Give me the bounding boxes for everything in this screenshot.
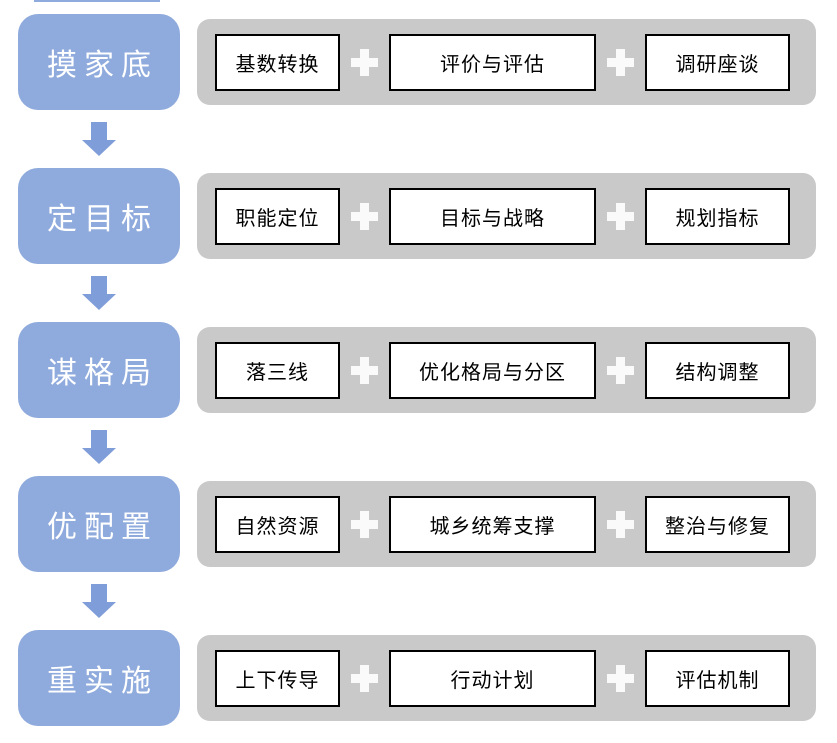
step-box: 结构调整 bbox=[645, 341, 790, 399]
plus-icon bbox=[351, 510, 378, 538]
cropped-top-shape bbox=[34, 0, 160, 2]
stage-box-3: 谋格局 bbox=[18, 322, 180, 418]
process-row-4: 优配置 自然资源 城乡统筹支撑 整治与修复 bbox=[18, 476, 816, 572]
plus-icon bbox=[607, 664, 634, 692]
plus-icon bbox=[351, 356, 378, 384]
down-arrow-icon bbox=[18, 572, 180, 630]
plus-icon bbox=[351, 202, 378, 230]
stage-box-5: 重实施 bbox=[18, 630, 180, 726]
plus-icon bbox=[351, 664, 378, 692]
steps-bar-2: 职能定位 目标与战略 规划指标 bbox=[197, 173, 816, 259]
step-box: 优化格局与分区 bbox=[389, 341, 596, 399]
stage-box-4: 优配置 bbox=[18, 476, 180, 572]
process-row-2: 定目标 职能定位 目标与战略 规划指标 bbox=[18, 168, 816, 264]
steps-bar-3: 落三线 优化格局与分区 结构调整 bbox=[197, 327, 816, 413]
step-box: 基数转换 bbox=[215, 33, 340, 91]
process-row-1: 摸家底 基数转换 评价与评估 调研座谈 bbox=[18, 14, 816, 110]
step-box: 调研座谈 bbox=[645, 33, 790, 91]
down-arrow-icon bbox=[18, 110, 180, 168]
down-arrow-icon bbox=[18, 418, 180, 476]
plus-icon bbox=[607, 356, 634, 384]
step-box: 评估机制 bbox=[645, 649, 790, 707]
step-box: 行动计划 bbox=[389, 649, 596, 707]
step-box: 自然资源 bbox=[215, 495, 340, 553]
step-box: 规划指标 bbox=[645, 187, 790, 245]
steps-bar-4: 自然资源 城乡统筹支撑 整治与修复 bbox=[197, 481, 816, 567]
stage-box-2: 定目标 bbox=[18, 168, 180, 264]
step-box: 落三线 bbox=[215, 341, 340, 399]
steps-bar-1: 基数转换 评价与评估 调研座谈 bbox=[197, 19, 816, 105]
plus-icon bbox=[607, 48, 634, 76]
step-box: 评价与评估 bbox=[389, 33, 596, 91]
step-box: 目标与战略 bbox=[389, 187, 596, 245]
step-box: 整治与修复 bbox=[645, 495, 790, 553]
step-box: 城乡统筹支撑 bbox=[389, 495, 596, 553]
step-box: 上下传导 bbox=[215, 649, 340, 707]
plus-icon bbox=[351, 48, 378, 76]
process-row-5: 重实施 上下传导 行动计划 评估机制 bbox=[18, 630, 816, 726]
down-arrow-icon bbox=[18, 264, 180, 322]
step-box: 职能定位 bbox=[215, 187, 340, 245]
stage-box-1: 摸家底 bbox=[18, 14, 180, 110]
steps-bar-5: 上下传导 行动计划 评估机制 bbox=[197, 635, 816, 721]
process-row-3: 谋格局 落三线 优化格局与分区 结构调整 bbox=[18, 322, 816, 418]
plus-icon bbox=[607, 202, 634, 230]
plus-icon bbox=[607, 510, 634, 538]
